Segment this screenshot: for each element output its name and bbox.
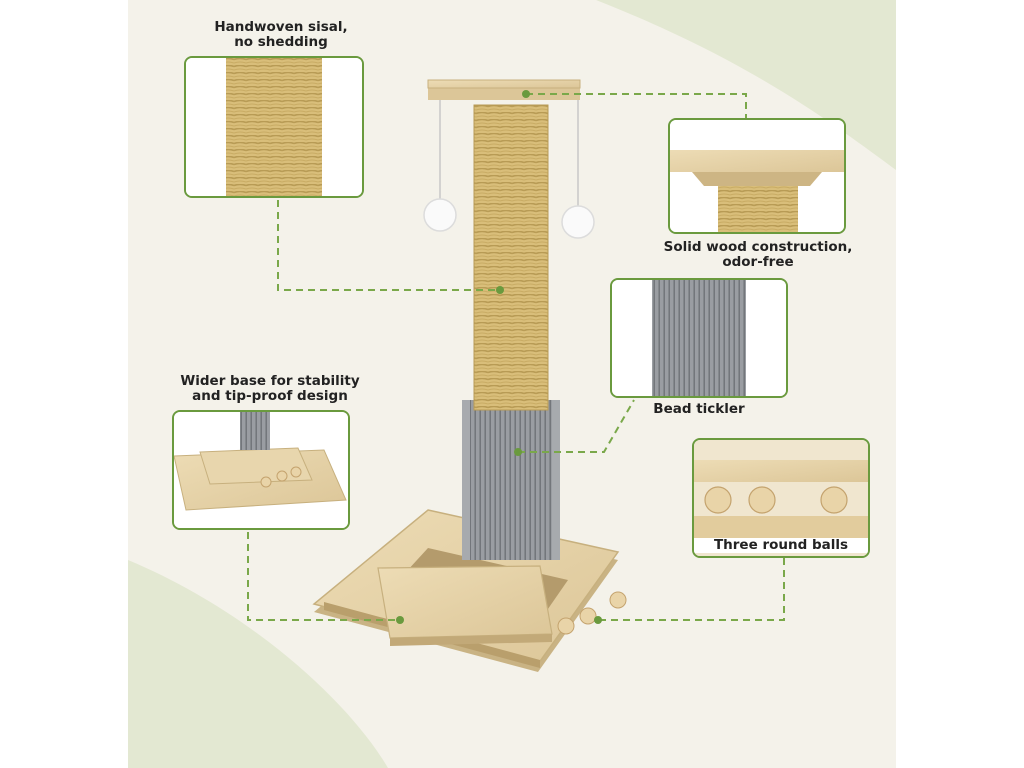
leader-sisal <box>277 200 500 291</box>
pom-pom-ball-icon <box>423 198 457 232</box>
label-wood-line1: Solid wood construction, <box>663 239 853 255</box>
label-sisal-line1: Handwoven sisal, <box>214 19 348 35</box>
label-sisal-line2: no shedding <box>234 34 328 50</box>
callout-base-closeup <box>172 410 350 530</box>
leader-base <box>247 532 400 621</box>
leader-wood <box>526 93 747 120</box>
label-base-line2: and tip-proof design <box>192 388 348 404</box>
label-sisal: Handwoven sisal, no shedding <box>186 20 376 50</box>
callout-tickler-closeup <box>610 278 788 398</box>
callout-wood-closeup <box>668 118 846 234</box>
leader-balls <box>598 558 785 621</box>
product-infographic: Handwoven sisal, no shedding Solid wood … <box>128 0 896 768</box>
leader-tickler <box>518 399 635 453</box>
leader-lines <box>247 93 785 621</box>
callout-sisal-closeup <box>184 56 364 198</box>
label-balls: Three round balls <box>694 538 868 553</box>
label-base-line1: Wider base for stability <box>180 373 360 389</box>
label-base: Wider base for stability and tip-proof d… <box>170 374 370 404</box>
label-wood: Solid wood construction, odor-free <box>654 240 862 270</box>
label-tickler: Bead tickler <box>653 401 745 417</box>
callout-balls-closeup: Three round balls <box>692 438 870 558</box>
bg-swoosh-bottom <box>128 560 388 768</box>
product-scene <box>128 0 896 768</box>
bead-tickler <box>462 400 560 560</box>
leader-dots <box>396 90 602 624</box>
sisal-post <box>474 105 548 410</box>
top-platform <box>427 79 581 100</box>
pom-pom-ball-icon <box>561 205 595 239</box>
wooden-ball-icon <box>557 591 627 635</box>
bg-swoosh-top <box>596 0 896 170</box>
label-wood-line2: odor-free <box>722 254 794 270</box>
